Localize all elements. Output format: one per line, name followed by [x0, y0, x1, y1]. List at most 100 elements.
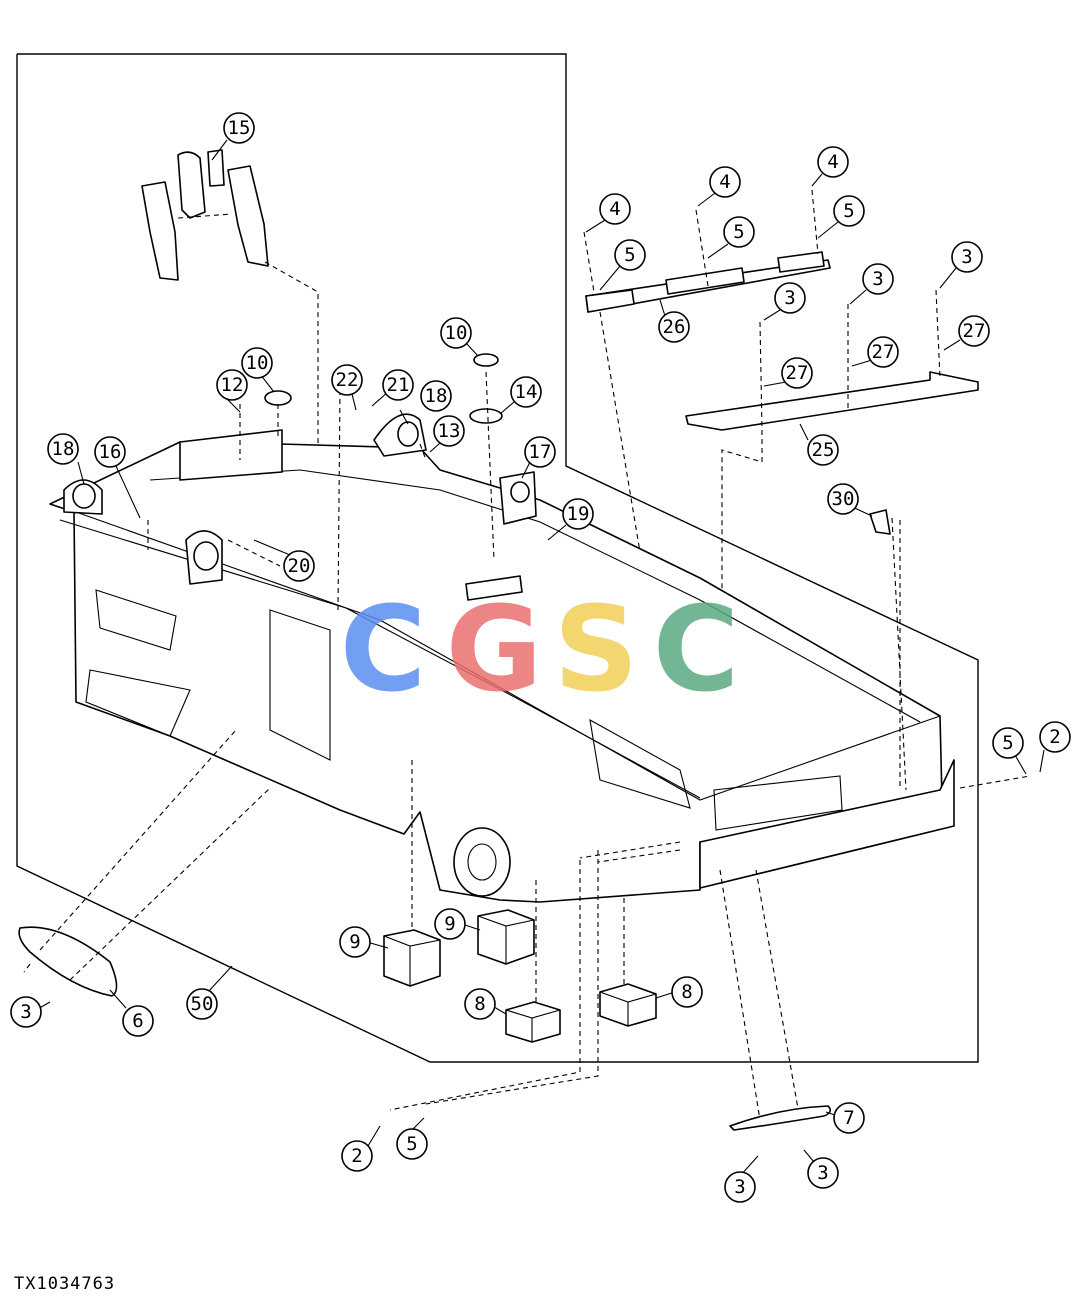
main-frame: [49, 353, 955, 903]
callout-9-a-label: 9: [349, 931, 360, 953]
assembly-boundary-line: [16, 53, 979, 1063]
callout-leaders: [35, 139, 1045, 1177]
callout-8-a[interactable]: 8: [464, 988, 496, 1020]
callout-22-label: 22: [336, 369, 359, 391]
callout-3-f-label: 3: [817, 1162, 828, 1184]
block-9-left: [383, 929, 441, 987]
callout-6[interactable]: 6: [122, 1005, 154, 1037]
block-8-right: [599, 983, 657, 1027]
cover-6: [18, 729, 271, 997]
callout-2-a-label: 2: [1049, 726, 1060, 748]
callout-18-b-label: 18: [52, 438, 75, 460]
callout-2-b[interactable]: 2: [341, 1140, 373, 1172]
callout-3-e[interactable]: 3: [724, 1171, 756, 1203]
callout-10-a-label: 10: [246, 352, 269, 374]
callout-22[interactable]: 22: [331, 364, 363, 396]
callout-5-e-label: 5: [406, 1133, 417, 1155]
callout-26[interactable]: 26: [658, 311, 690, 343]
callout-16-label: 16: [99, 441, 122, 463]
callout-27-b[interactable]: 27: [867, 336, 899, 368]
watermark-letter-c2: C: [653, 580, 740, 718]
watermark-letter-s: S: [554, 580, 639, 718]
callout-14-label: 14: [515, 381, 538, 403]
callout-5-a[interactable]: 5: [614, 239, 646, 271]
watermark: C G S C: [340, 580, 740, 718]
block-8-left: [505, 1001, 561, 1043]
callout-4-a-label: 4: [609, 198, 620, 220]
callout-18-b[interactable]: 18: [47, 433, 79, 465]
callout-2-a[interactable]: 2: [1039, 721, 1071, 753]
callout-5-b-label: 5: [733, 221, 744, 243]
callout-4-c-label: 4: [827, 151, 838, 173]
callout-30-label: 30: [832, 488, 855, 510]
callout-50-label: 50: [191, 993, 214, 1015]
callout-13-label: 13: [438, 420, 461, 442]
callout-15[interactable]: 15: [223, 112, 255, 144]
callout-27-a[interactable]: 27: [958, 315, 990, 347]
callout-27-c-label: 27: [786, 362, 809, 384]
callout-12-label: 12: [221, 374, 244, 396]
callout-9-b-label: 9: [444, 913, 455, 935]
callout-3-b-label: 3: [872, 268, 883, 290]
callout-5-d-label: 5: [1002, 732, 1013, 754]
block-9-right: [477, 909, 535, 965]
callout-26-label: 26: [663, 316, 686, 338]
callout-4-a[interactable]: 4: [599, 193, 631, 225]
callout-5-b[interactable]: 5: [723, 216, 755, 248]
callout-27-c[interactable]: 27: [781, 357, 813, 389]
lower-leader-lines: [389, 760, 1031, 1121]
callout-5-c[interactable]: 5: [833, 195, 865, 227]
part-15-plates: [141, 149, 319, 600]
callout-10-b-label: 10: [445, 322, 468, 344]
cover-7: [729, 1105, 832, 1131]
callout-13[interactable]: 13: [433, 415, 465, 447]
callout-5-e[interactable]: 5: [396, 1128, 428, 1160]
callout-3-e-label: 3: [734, 1176, 745, 1198]
callout-21-label: 21: [387, 374, 410, 396]
callout-3-d-label: 3: [20, 1001, 31, 1023]
callout-9-a[interactable]: 9: [339, 926, 371, 958]
callout-6-label: 6: [132, 1010, 143, 1032]
callout-4-c[interactable]: 4: [817, 146, 849, 178]
callout-12[interactable]: 12: [216, 369, 248, 401]
callout-16[interactable]: 16: [94, 436, 126, 468]
callout-3-b[interactable]: 3: [862, 263, 894, 295]
callout-9-b[interactable]: 9: [434, 908, 466, 940]
callout-3-c[interactable]: 3: [951, 241, 983, 273]
callout-30[interactable]: 30: [827, 483, 859, 515]
callout-8-a-label: 8: [474, 993, 485, 1015]
callout-7-label: 7: [843, 1107, 854, 1129]
callout-14[interactable]: 14: [510, 376, 542, 408]
callout-27-b-label: 27: [872, 341, 895, 363]
figure-id: TX1034763: [14, 1274, 116, 1294]
callout-19-label: 19: [567, 503, 590, 525]
callout-18-a[interactable]: 18: [420, 380, 452, 412]
callout-3-a[interactable]: 3: [774, 282, 806, 314]
callout-2-b-label: 2: [351, 1145, 362, 1167]
callout-20[interactable]: 20: [283, 550, 315, 582]
callout-25-label: 25: [812, 439, 835, 461]
callout-3-f[interactable]: 3: [807, 1157, 839, 1189]
callout-17[interactable]: 17: [524, 436, 556, 468]
callout-group: 15 4 4 4 5 5 5 26 3 3 3 27 27 27 25 10 1…: [10, 112, 1071, 1203]
callout-17-label: 17: [529, 441, 552, 463]
callout-25[interactable]: 25: [807, 434, 839, 466]
callout-50[interactable]: 50: [186, 988, 218, 1020]
callout-7[interactable]: 7: [833, 1102, 865, 1134]
callout-3-d[interactable]: 3: [10, 996, 42, 1028]
callout-3-c-label: 3: [961, 246, 972, 268]
callout-10-a[interactable]: 10: [241, 347, 273, 379]
watermark-letter-g: G: [446, 580, 543, 718]
callout-4-b[interactable]: 4: [709, 166, 741, 198]
callout-20-label: 20: [288, 555, 311, 577]
callout-10-b[interactable]: 10: [440, 317, 472, 349]
plate-25: [685, 289, 979, 820]
callout-19[interactable]: 19: [562, 498, 594, 530]
callout-21[interactable]: 21: [382, 369, 414, 401]
callout-8-b-label: 8: [681, 981, 692, 1003]
callout-5-c-label: 5: [843, 200, 854, 222]
callout-5-d[interactable]: 5: [992, 727, 1024, 759]
callout-8-b[interactable]: 8: [671, 976, 703, 1008]
callout-5-a-label: 5: [624, 244, 635, 266]
callout-18-a-label: 18: [425, 385, 448, 407]
